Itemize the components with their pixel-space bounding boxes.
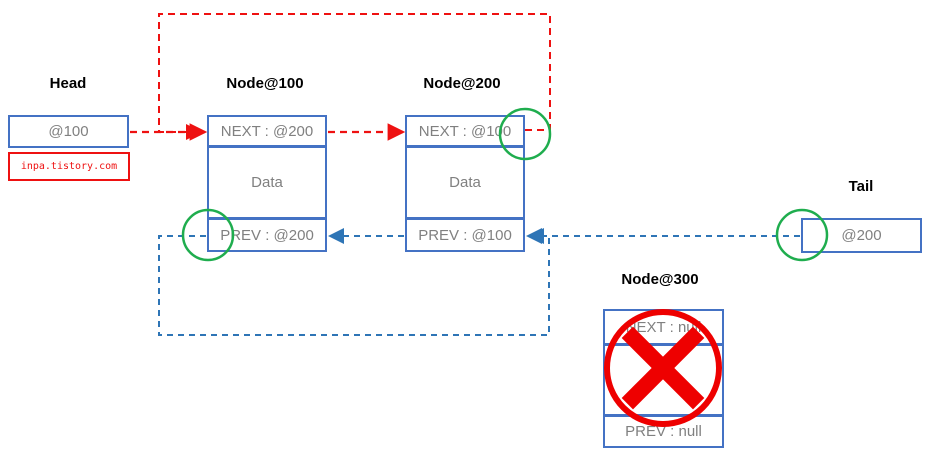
node100-prev-field: PREV : @200 <box>207 218 327 252</box>
head-title: Head <box>49 75 87 92</box>
node100-next-field: NEXT : @200 <box>207 115 327 147</box>
node300-title: Node@300 <box>621 271 699 288</box>
watermark-label: inpa.tistory.com <box>8 152 130 181</box>
highlight-circle-node200-next <box>498 107 552 161</box>
node200-prev-field: PREV : @100 <box>405 218 525 252</box>
tail-pointer-box: @200 <box>801 218 922 253</box>
delete-x-icon <box>604 309 722 427</box>
highlight-circle-node100-prev <box>181 208 235 262</box>
node100-data-field: Data <box>207 146 327 219</box>
node300-prev-field: PREV : null <box>603 415 724 448</box>
node100-prev-loop-arrow <box>158 228 550 336</box>
node200-title: Node@200 <box>423 75 501 92</box>
node200-data-field: Data <box>405 146 525 219</box>
node200-next-loop-arrow <box>158 13 551 140</box>
highlight-circle-tail <box>775 208 829 262</box>
head-pointer-box: @100 <box>8 115 129 148</box>
node100-title: Node@100 <box>226 75 304 92</box>
tail-title: Tail <box>848 178 874 195</box>
